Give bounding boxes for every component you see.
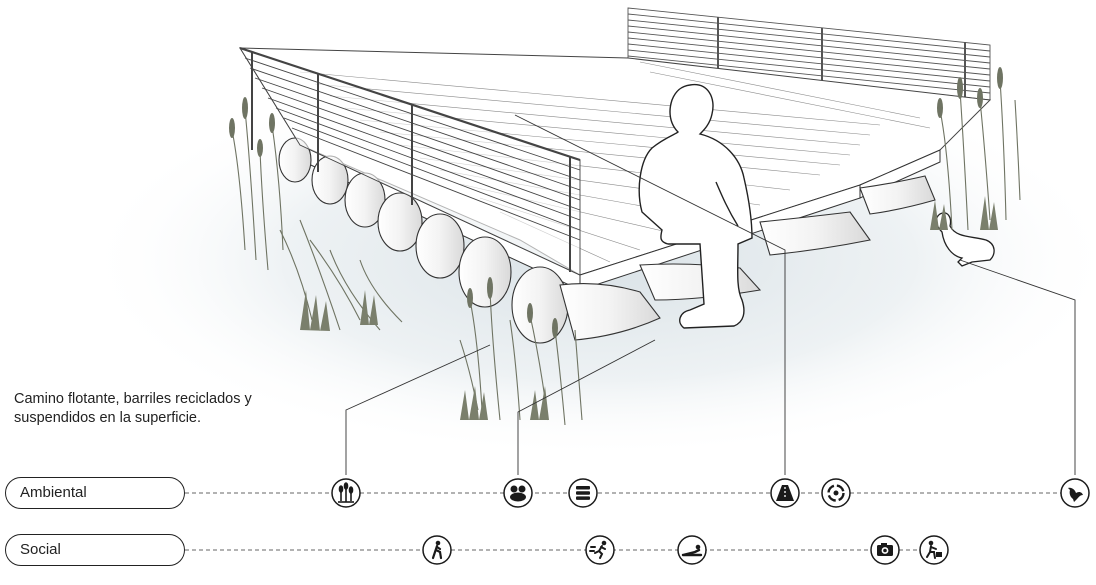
camera-icon [870,535,900,565]
lying-person-icon [677,535,707,565]
walking-person-icon [422,535,452,565]
running-person-icon [585,535,615,565]
caption-line-2: suspendidos en la superficie. [14,409,314,428]
caption-line-1: Camino flotante, barriles reciclados y [14,390,314,409]
picnic-person-icon [919,535,949,565]
recycle-cycle-icon [821,478,851,508]
row-label-ambiental: Ambiental [5,477,185,509]
biodiversity-icon [503,478,533,508]
pathway-icon [770,478,800,508]
reeds-icon [331,478,361,508]
row-label-social: Social [5,534,185,566]
stacked-layers-icon [568,478,598,508]
bird-icon [1060,478,1090,508]
walkway-caption: Camino flotante, barriles reciclados y s… [14,390,314,428]
